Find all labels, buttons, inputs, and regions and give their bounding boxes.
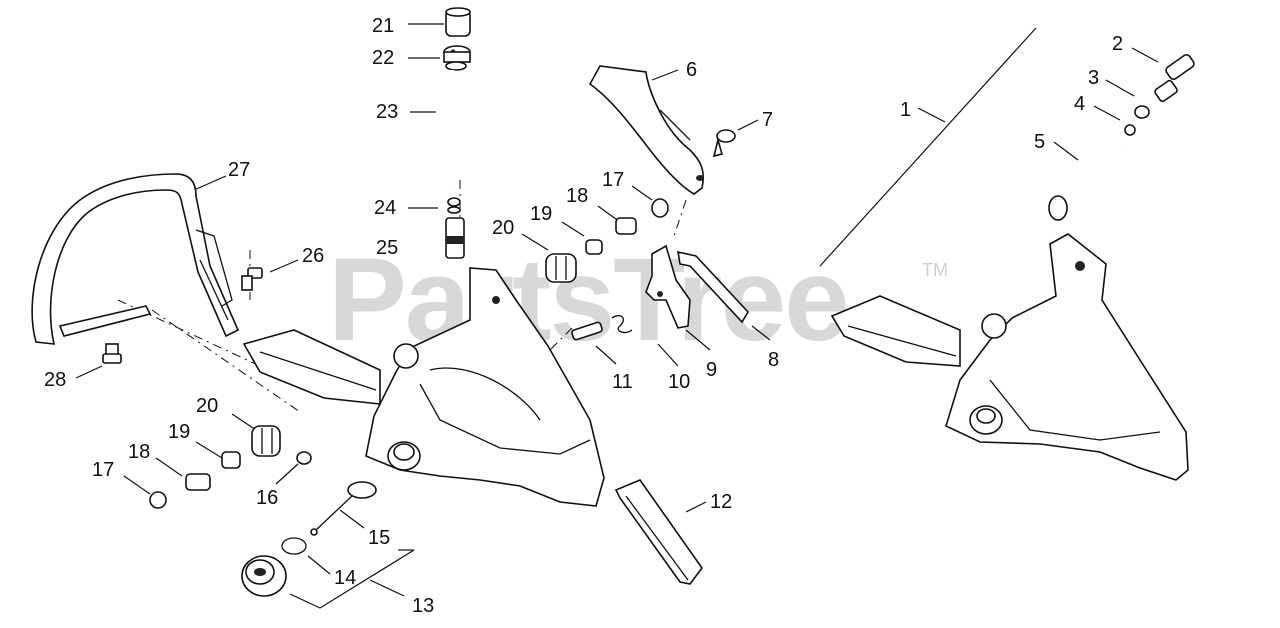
callout-12: 12 bbox=[710, 491, 732, 513]
callout-4: 4 bbox=[1074, 93, 1085, 115]
watermark-trademark: TM bbox=[922, 260, 948, 280]
watermark-text: PartsTree bbox=[328, 234, 848, 366]
callout-6: 6 bbox=[686, 59, 697, 81]
callout-11: 11 bbox=[612, 371, 633, 393]
callout-9: 9 bbox=[706, 359, 717, 381]
callout-20-lower: 20 bbox=[196, 395, 218, 417]
front-handle-bar bbox=[31, 173, 240, 345]
leader-lines bbox=[75, 23, 1159, 609]
av-mount-lower bbox=[149, 425, 281, 509]
callout-26: 26 bbox=[302, 245, 324, 267]
bolt-part-26 bbox=[241, 267, 263, 291]
fuel-line-parts-2-5 bbox=[1048, 54, 1195, 221]
callout-16: 16 bbox=[256, 487, 278, 509]
bolt-part-28 bbox=[102, 343, 122, 364]
callout-10: 10 bbox=[668, 371, 690, 393]
callout-23: 23 bbox=[376, 101, 398, 123]
rear-handle-assembly-right bbox=[830, 233, 1189, 481]
callout-24: 24 bbox=[374, 197, 396, 219]
throttle-trigger-part-9 bbox=[645, 244, 691, 329]
callout-labels: 1 2 3 4 5 6 7 8 9 10 11 12 13 14 15 16 1… bbox=[44, 15, 1123, 617]
callout-19-lower: 19 bbox=[168, 421, 190, 443]
callout-7: 7 bbox=[762, 109, 773, 131]
callout-25: 25 bbox=[376, 237, 398, 259]
lock-lever-part-8 bbox=[677, 250, 749, 324]
callout-15: 15 bbox=[368, 527, 390, 549]
callout-14: 14 bbox=[334, 567, 356, 589]
fuel-cap-part-13 bbox=[241, 555, 287, 597]
callout-3: 3 bbox=[1088, 67, 1099, 89]
callout-19-upper: 19 bbox=[530, 203, 552, 225]
nut-part-16 bbox=[296, 451, 312, 465]
callout-22: 22 bbox=[372, 47, 394, 69]
callout-28: 28 bbox=[44, 369, 66, 391]
o-ring-part-14 bbox=[281, 537, 307, 555]
screw-part-7 bbox=[712, 129, 736, 158]
oil-pickup-assembly bbox=[432, 7, 471, 259]
cap-strap-part-15 bbox=[310, 481, 377, 536]
callout-27: 27 bbox=[228, 159, 250, 181]
callout-1: 1 bbox=[900, 99, 911, 121]
av-mount-upper bbox=[545, 198, 669, 283]
handle-cover-part-6 bbox=[588, 65, 705, 195]
callout-18-upper: 18 bbox=[566, 185, 588, 207]
grip-part-12 bbox=[614, 479, 703, 585]
callout-13: 13 bbox=[412, 595, 434, 617]
spring-and-pin bbox=[571, 314, 633, 341]
callout-18-lower: 18 bbox=[128, 441, 150, 463]
callout-17-upper: 17 bbox=[602, 169, 624, 191]
callout-17-lower: 17 bbox=[92, 459, 114, 481]
rear-handle-housing-center bbox=[242, 267, 605, 507]
callout-5: 5 bbox=[1034, 131, 1045, 153]
callout-20-upper: 20 bbox=[492, 217, 514, 239]
callout-21: 21 bbox=[372, 15, 394, 37]
callout-8: 8 bbox=[768, 349, 779, 371]
callout-2: 2 bbox=[1112, 33, 1123, 55]
